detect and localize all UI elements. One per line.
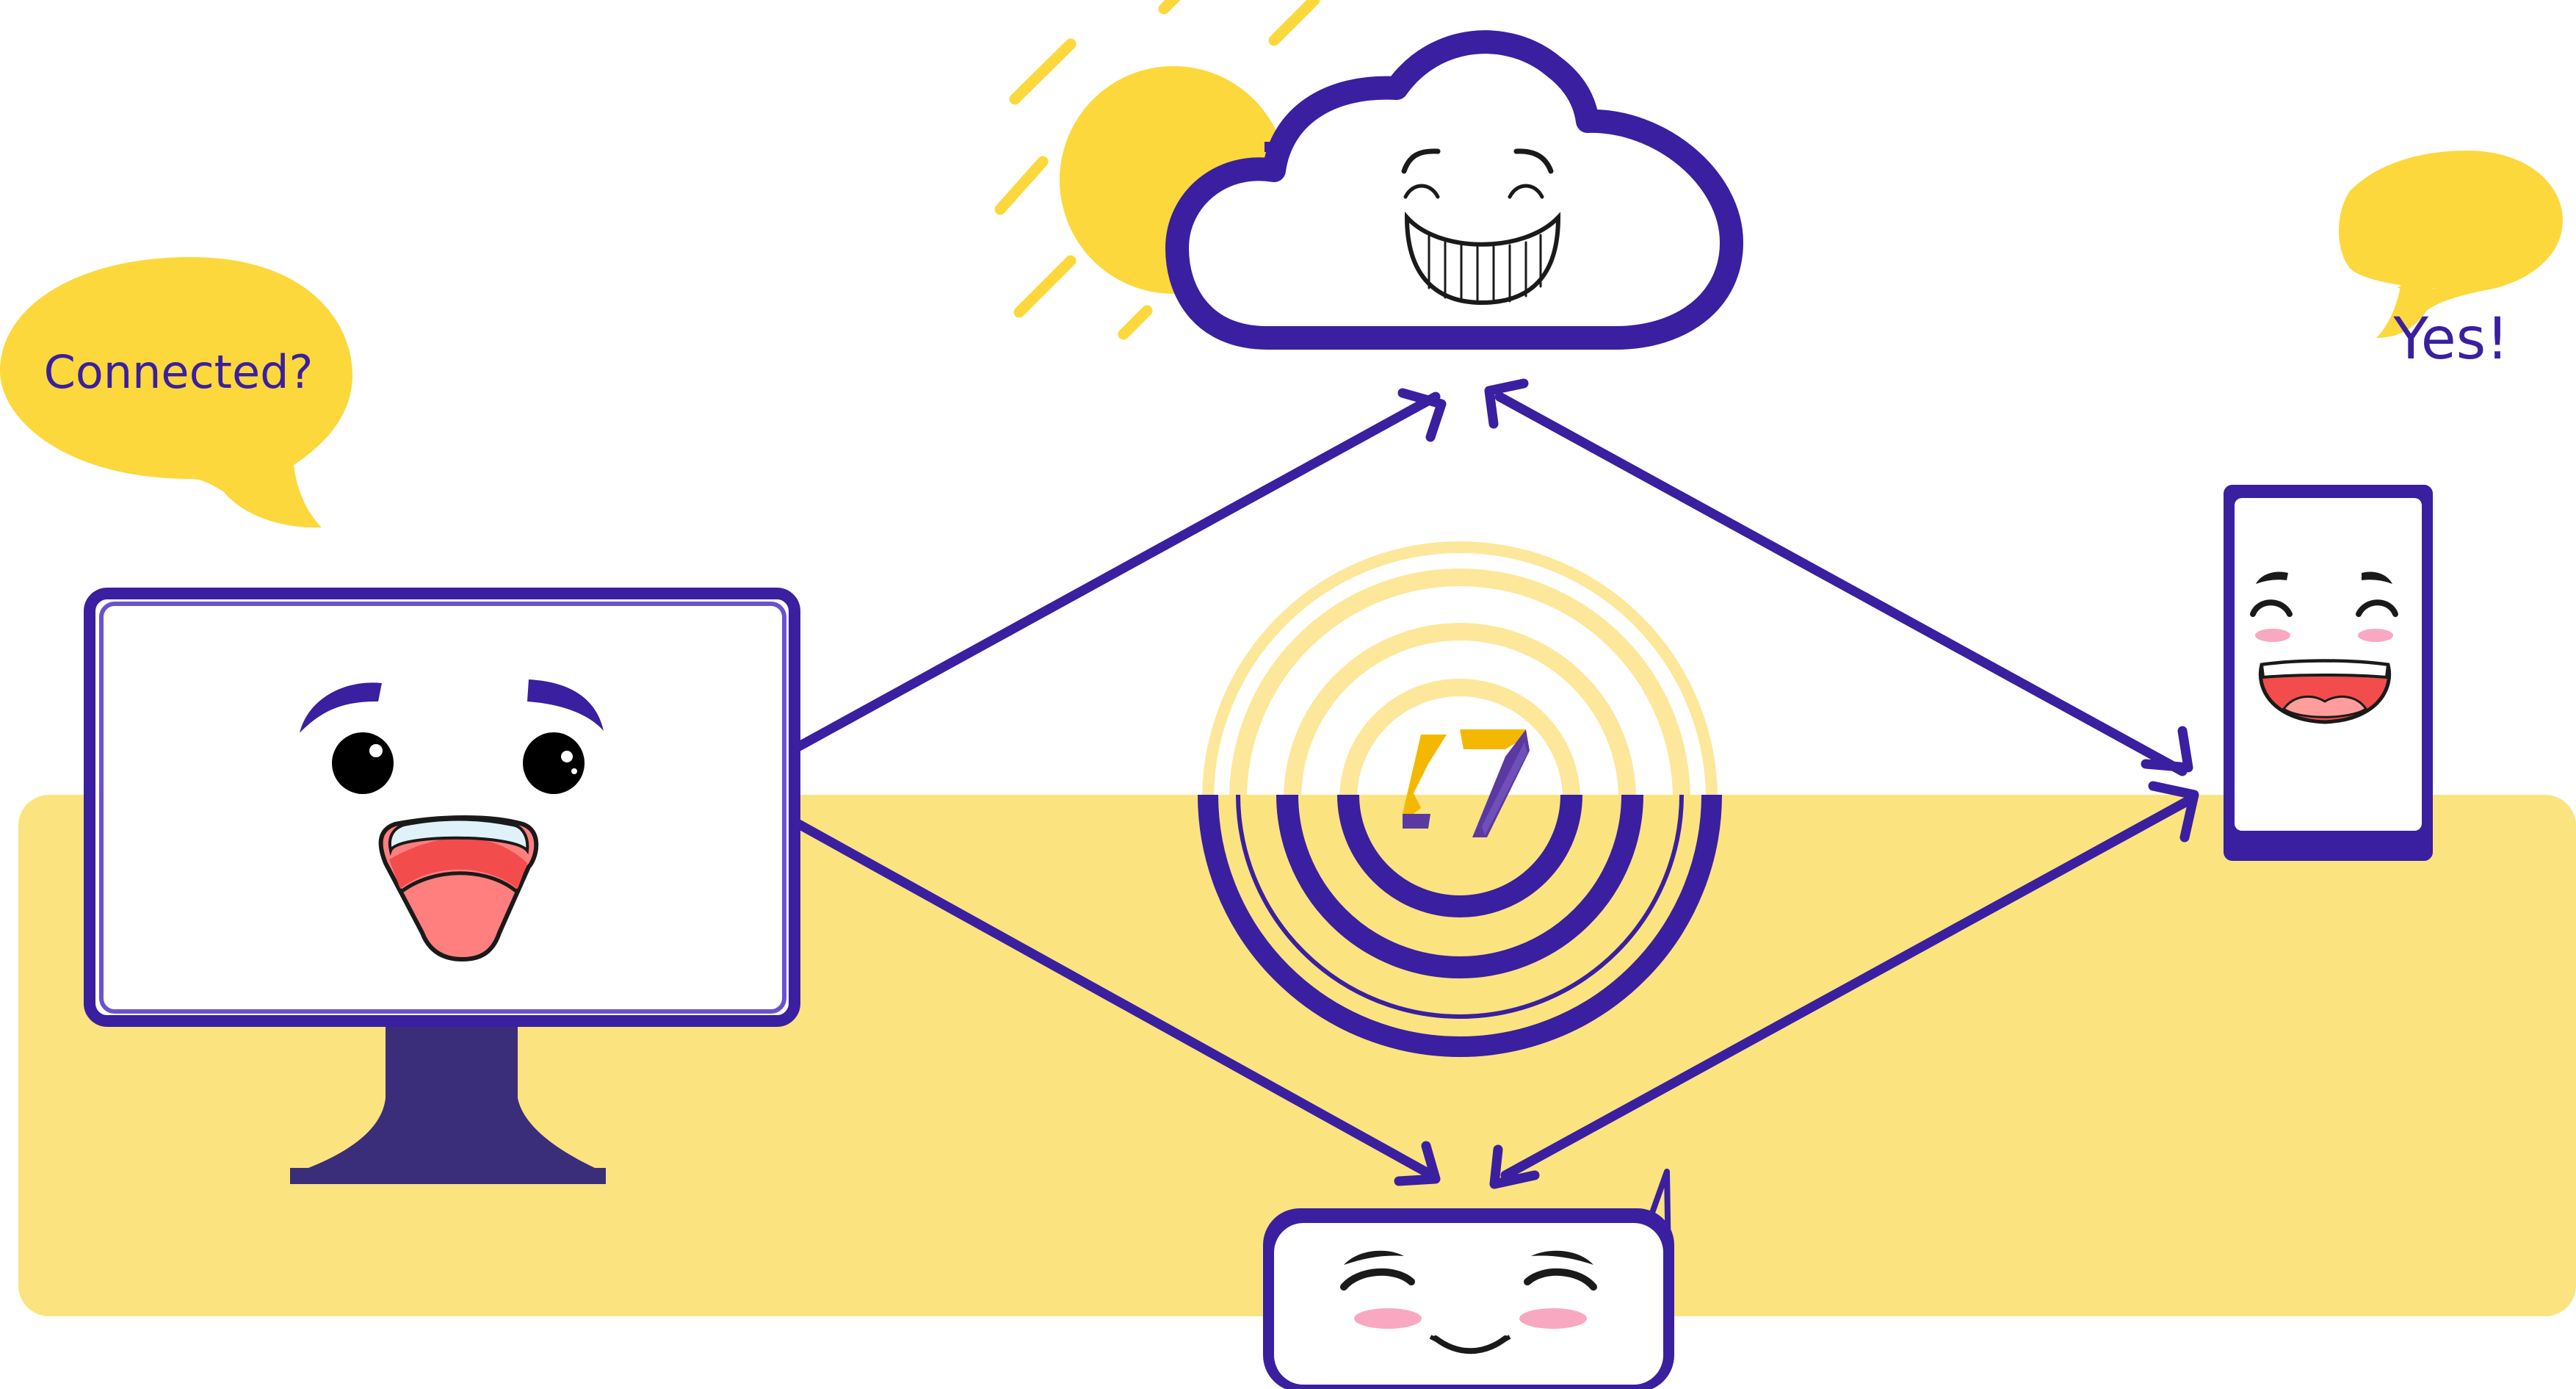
arrowhead-cloud-left: [1397, 388, 1447, 442]
arrowhead-phone-upper: [2141, 726, 2193, 773]
speech-text-monitor: Connected?: [44, 345, 314, 399]
link-cloud-phone: [1494, 392, 2188, 776]
sensor-icon: [1263, 1169, 1674, 1389]
cloud-icon: [1165, 30, 1743, 350]
link-monitor-cloud: [751, 392, 1441, 775]
speech-bubble-phone: Yes!: [2339, 151, 2563, 372]
speech-bubble-monitor: Connected?: [0, 257, 352, 528]
arrowhead-sensor-left: [1394, 1141, 1441, 1186]
cloud-face: [1401, 148, 1561, 306]
signal-rings: [1198, 541, 1722, 1057]
arrowhead-cloud-right: [1484, 378, 1529, 429]
monitor-stand: [290, 1021, 606, 1184]
link-monitor-sensor: [751, 795, 1437, 1180]
phone-face: [2250, 571, 2398, 724]
arrowhead-phone-lower: [2148, 781, 2199, 843]
link-sensor-phone: [1500, 795, 2193, 1180]
speech-text-phone: Yes!: [2392, 306, 2508, 372]
sensor-face: [1340, 1250, 1597, 1354]
hub-logo-icon: [1403, 729, 1530, 837]
monitor-icon: [84, 588, 800, 1184]
phone-icon: [2224, 485, 2433, 861]
arrowhead-sensor-right: [1489, 1144, 1540, 1189]
monitor-face: [300, 679, 604, 962]
